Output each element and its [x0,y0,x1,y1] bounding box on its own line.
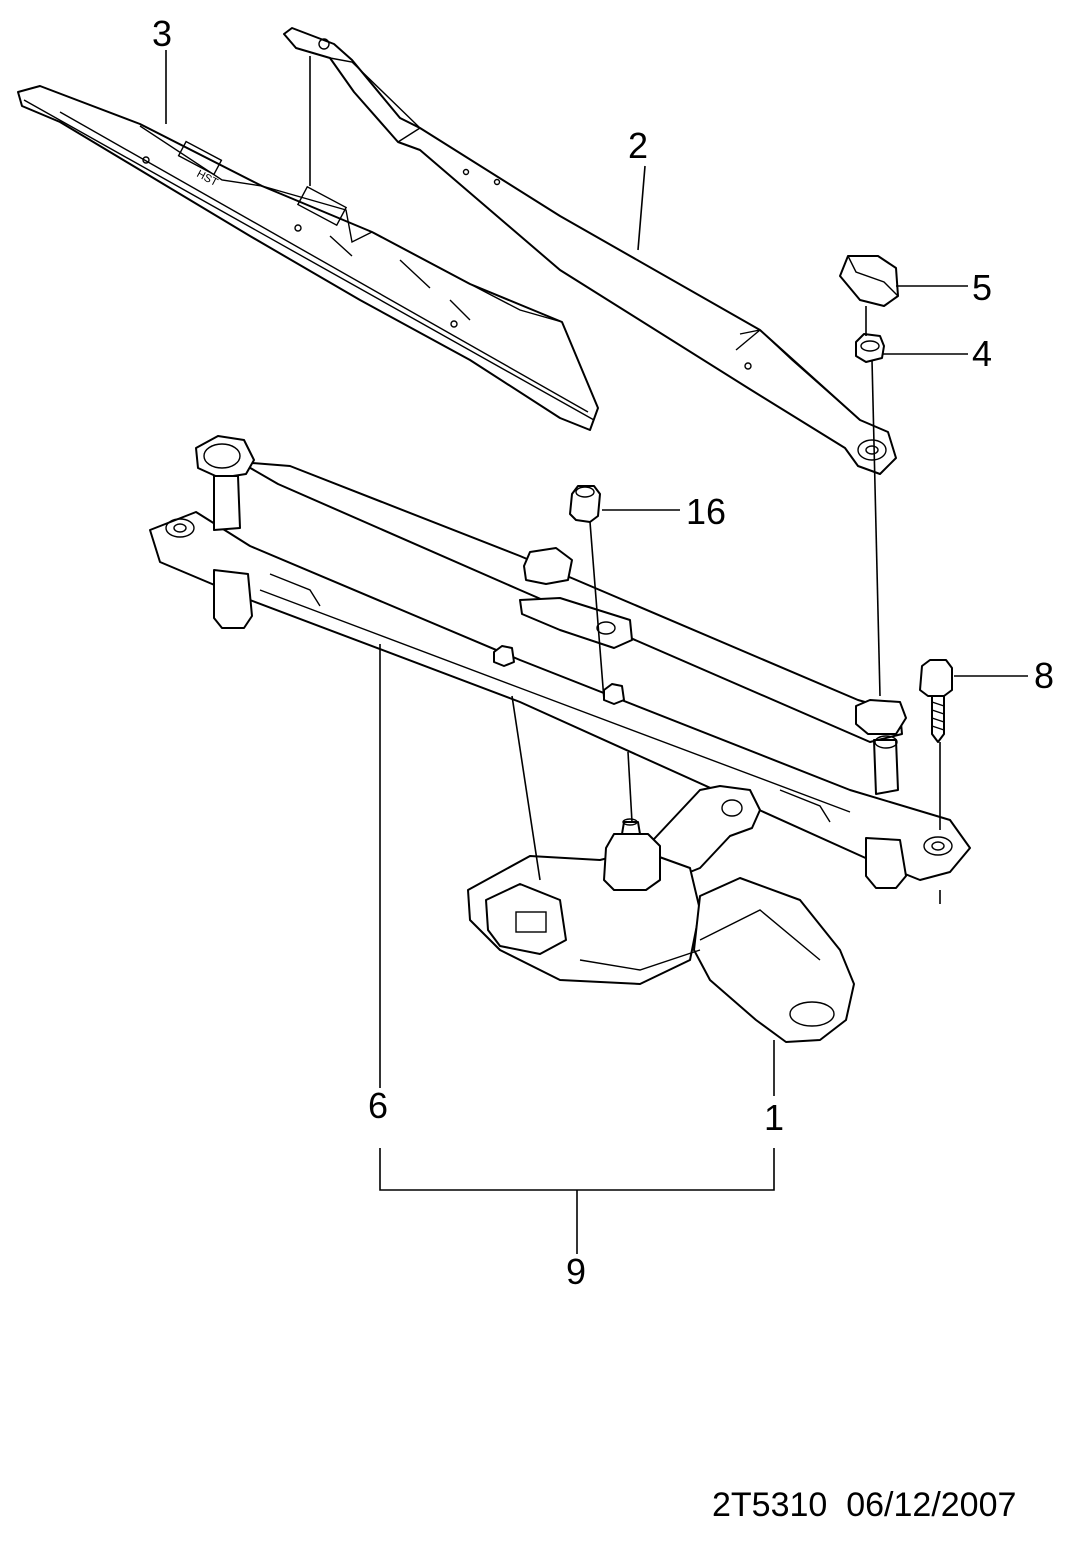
arm-cap-part-5 [839,255,899,307]
wiper-blade-part-3: HST [17,85,599,431]
pivot-nut-part-16 [569,485,601,523]
linkage-frame-part-6 [149,435,971,889]
wiper-arm-part-2 [283,27,897,475]
callout-6: 6 [368,1085,388,1126]
callout-5: 5 [972,267,992,308]
drawing-date: 06/12/2007 [846,1486,1017,1524]
callout-labels: 3 2 5 4 16 8 6 1 9 [152,13,1054,1292]
callout-9: 9 [566,1251,586,1292]
callout-1: 1 [764,1097,784,1138]
drawing-id: 2T5310 [712,1486,828,1524]
bolt-part-8 [919,659,953,743]
callout-2: 2 [628,125,648,166]
drawing-footer: 2T5310 06/12/2007 [712,1486,1016,1525]
leader-lines [165,50,1028,1254]
arm-nut-part-4 [855,333,885,363]
wiper-motor-part-1 [467,785,855,1043]
callout-4: 4 [972,333,992,374]
callout-16: 16 [686,491,726,532]
callout-3: 3 [152,13,172,54]
callout-8: 8 [1034,655,1054,696]
